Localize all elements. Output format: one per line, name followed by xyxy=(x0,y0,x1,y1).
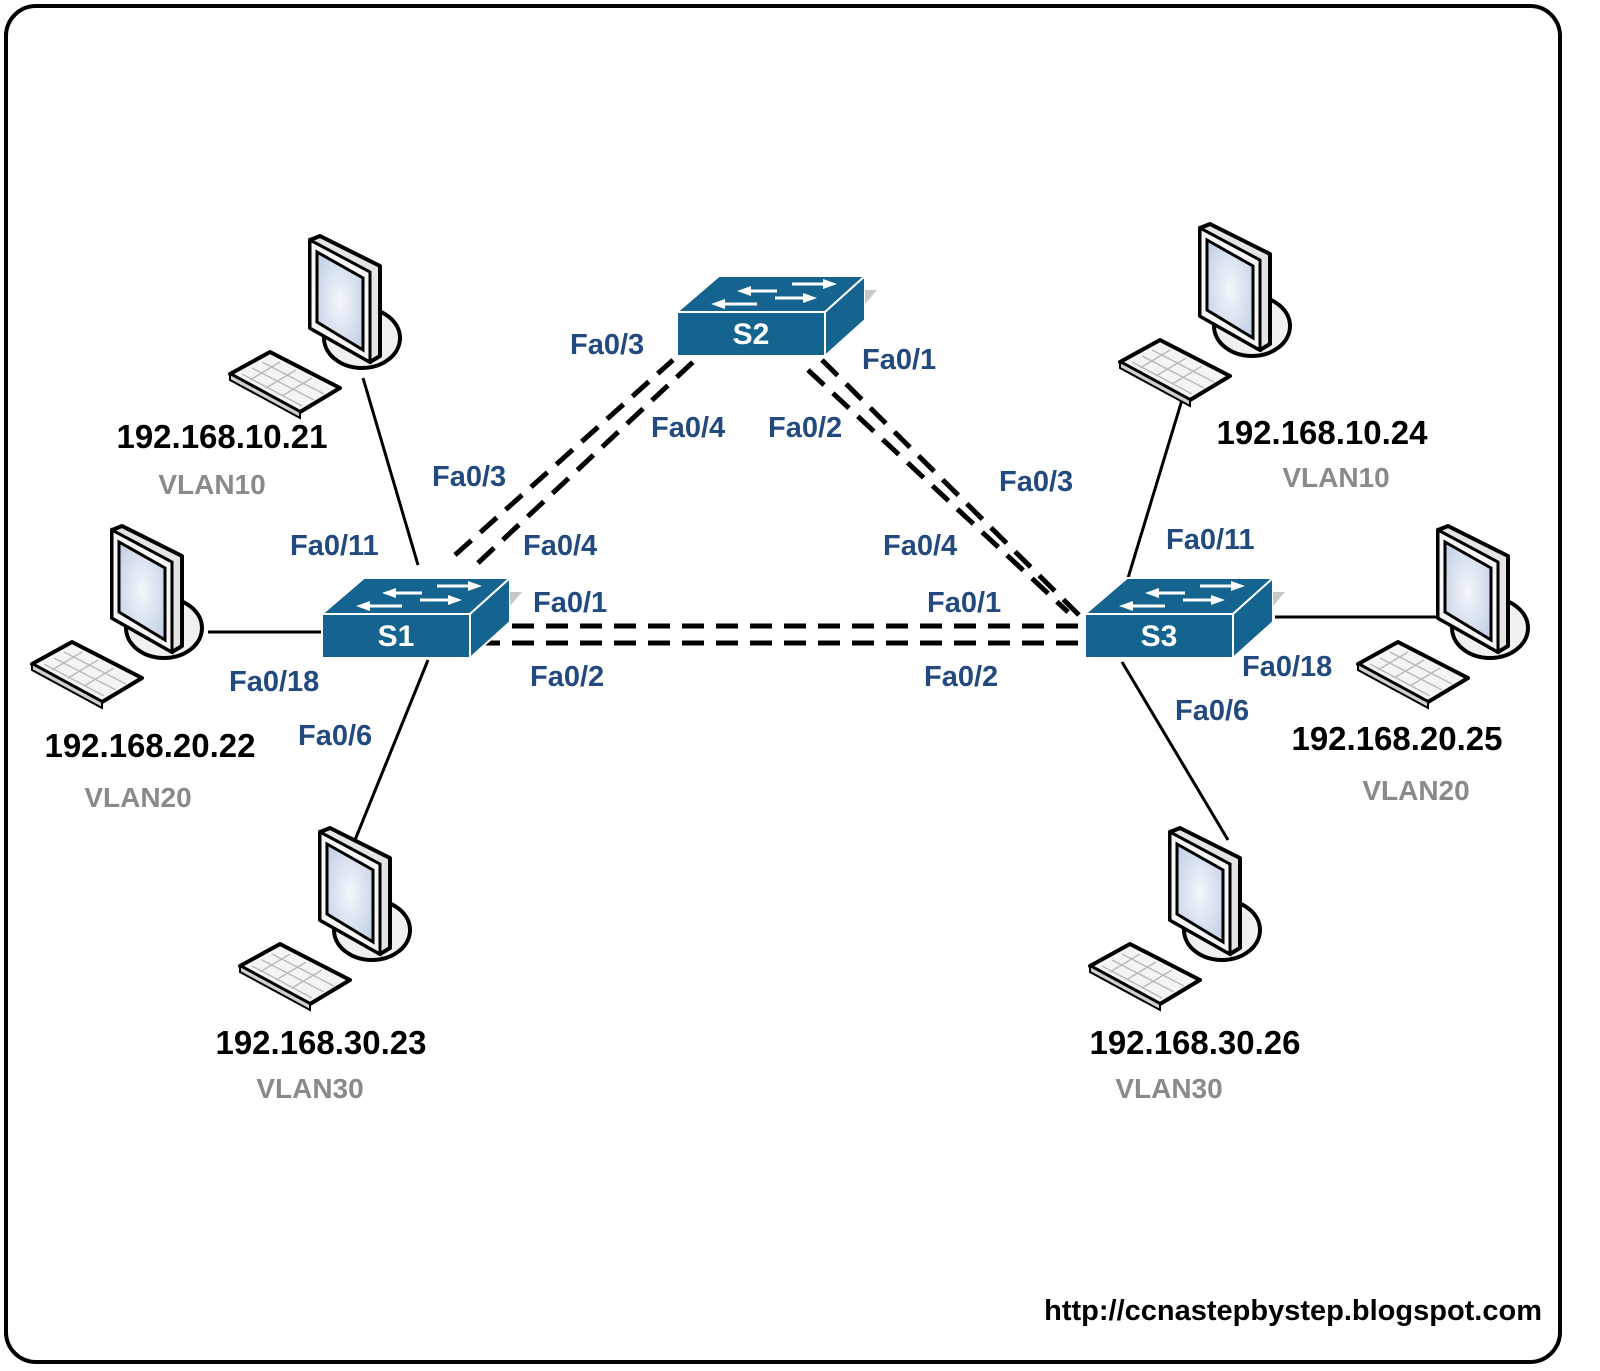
host-vlan-label: VLAN20 xyxy=(1362,775,1469,806)
host-vlan-label: VLAN30 xyxy=(1115,1073,1222,1104)
pc-icon[interactable] xyxy=(1088,826,1262,1012)
port-label: Fa0/3 xyxy=(432,461,506,493)
port-label: Fa0/6 xyxy=(298,720,372,752)
pc-icon[interactable] xyxy=(30,524,204,710)
switch-label: S3 xyxy=(1141,620,1178,653)
port-label: Fa0/18 xyxy=(1242,651,1332,683)
port-label: Fa0/3 xyxy=(999,466,1073,498)
diagram-frame xyxy=(4,4,1562,1364)
pc-icon[interactable] xyxy=(238,826,412,1012)
port-label: Fa0/6 xyxy=(1175,695,1249,727)
pc-icon[interactable] xyxy=(228,234,402,420)
footer-url[interactable]: http://ccnastepbystep.blogspot.com xyxy=(1044,1295,1542,1327)
link-s3-fa0-6 xyxy=(1120,661,1230,841)
host-ip-label: 192.168.10.21 xyxy=(116,418,327,455)
host-vlan-label: VLAN10 xyxy=(1282,462,1389,493)
port-label: Fa0/4 xyxy=(523,530,597,562)
host-ip-label: 192.168.20.25 xyxy=(1291,720,1502,757)
port-label: Fa0/3 xyxy=(570,329,644,361)
switch-s1[interactable]: S1 xyxy=(320,576,524,660)
port-label: Fa0/1 xyxy=(862,344,936,376)
trunk-s1-s2-fa0-3 xyxy=(453,358,675,557)
switch-s3[interactable]: S3 xyxy=(1083,576,1287,660)
port-label: Fa0/11 xyxy=(1166,524,1255,556)
trunk-s1-s2-fa0-4 xyxy=(476,360,695,565)
port-label: Fa0/11 xyxy=(290,530,379,562)
port-label: Fa0/4 xyxy=(651,412,725,444)
port-label: Fa0/2 xyxy=(530,661,604,693)
switch-label: S1 xyxy=(378,620,415,653)
link-s3-fa0-11 xyxy=(1126,389,1187,579)
trunk-s2-s3-fa0-2 xyxy=(806,368,1070,614)
host-ip-label: 192.168.30.23 xyxy=(215,1024,426,1061)
host-ip-label: 192.168.10.24 xyxy=(1216,414,1428,451)
host-ip-label: 192.168.30.26 xyxy=(1089,1024,1300,1061)
host-vlan-label: VLAN10 xyxy=(158,469,265,500)
port-label: Fa0/18 xyxy=(229,666,319,698)
pc-icon[interactable] xyxy=(1118,222,1292,408)
port-label: Fa0/4 xyxy=(883,530,957,562)
host-ip-label: 192.168.20.22 xyxy=(44,727,255,764)
port-label: Fa0/1 xyxy=(533,587,607,619)
switch-label: S2 xyxy=(733,318,770,351)
link-s1-fa0-6 xyxy=(353,659,430,841)
port-label: Fa0/2 xyxy=(768,412,842,444)
port-label: Fa0/1 xyxy=(927,587,1001,619)
link-s1-fa0-11 xyxy=(361,377,420,566)
port-label: Fa0/2 xyxy=(924,661,998,693)
switch-s2[interactable]: S2 xyxy=(675,274,879,358)
host-vlan-label: VLAN30 xyxy=(256,1073,363,1104)
host-vlan-label: VLAN20 xyxy=(84,782,191,813)
trunk-s2-s3-fa0-1 xyxy=(820,358,1084,620)
